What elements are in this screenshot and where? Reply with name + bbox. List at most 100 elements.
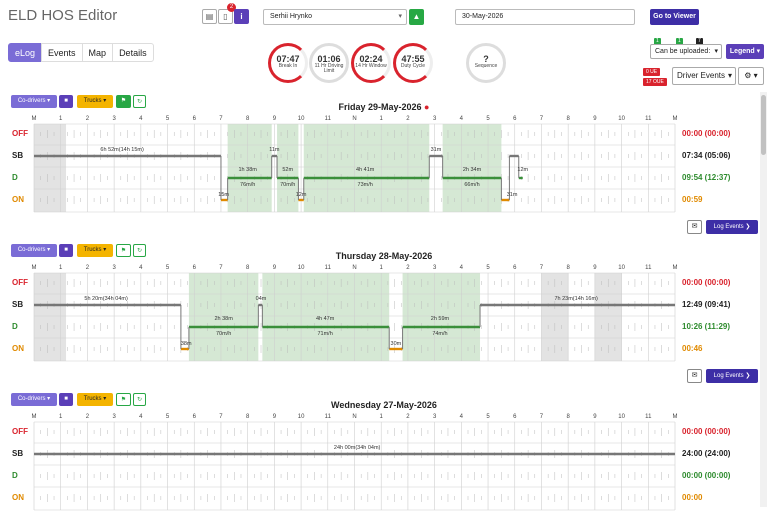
tab-map[interactable]: Map (81, 43, 114, 62)
hour-tick-label: 7 (219, 265, 223, 271)
status-label-d: D (12, 471, 18, 480)
refresh-icon-button[interactable]: ↻ (133, 393, 146, 406)
hour-tick-label: 4 (139, 414, 143, 420)
hour-tick-label: 11 (645, 265, 652, 271)
status-total-on: 00:00 (682, 493, 703, 502)
segment-duration-label: 74m/h (432, 331, 447, 337)
segment-duration-label: 66m/h (464, 182, 479, 188)
day-title: Thursday 28-May-2026 (0, 251, 768, 261)
upload-badge-green-2: 1 (676, 38, 683, 45)
co-drivers-button[interactable]: Co-drivers ▾ (11, 244, 57, 257)
status-total-off: 00:00 (00:00) (682, 278, 731, 287)
hour-tick-label: 9 (593, 116, 597, 122)
hour-tick-label: 3 (433, 265, 437, 271)
status-label-d: D (12, 173, 18, 182)
hour-tick-label: 8 (566, 414, 570, 420)
upload-icon-button[interactable]: ⚑ (116, 95, 131, 108)
segment-duration-label: 2h 38m (214, 316, 233, 322)
status-total-d: 00:00 (00:00) (682, 471, 731, 480)
hour-tick-label: 8 (566, 116, 570, 122)
truck-icon-button[interactable]: ■ (59, 393, 73, 406)
scrollbar-thumb[interactable] (761, 95, 766, 155)
info-icon[interactable]: i (234, 9, 249, 24)
segment-duration-label: 2h 59m (431, 316, 450, 322)
hour-tick-label: 9 (273, 265, 277, 271)
hour-tick-label: 10 (618, 414, 625, 420)
legend-label: Legend (729, 48, 755, 55)
drive-period-shade (303, 124, 430, 212)
refresh-icon-button[interactable]: ↻ (133, 244, 146, 257)
truck-icon-button[interactable]: ■ (59, 95, 73, 108)
hour-tick-label: 2 (86, 265, 90, 271)
main-tabs: eLog Events Map Details (8, 43, 154, 62)
hour-tick-label: 1 (59, 414, 63, 420)
hour-tick-label: 6 (513, 116, 517, 122)
co-drivers-button[interactable]: Co-drivers ▾ (11, 393, 57, 406)
status-total-d: 10:26 (11:29) (682, 322, 731, 331)
trucks-button[interactable]: Trucks ▾ (77, 393, 113, 406)
hour-tick-label: 6 (193, 414, 197, 420)
driver-name: Serhii Hrynko (270, 13, 313, 20)
tab-elog[interactable]: eLog (8, 43, 43, 62)
trucks-button[interactable]: Trucks ▾ (77, 95, 113, 108)
scrollbar-track[interactable] (760, 92, 767, 507)
hour-tick-label: 5 (166, 265, 170, 271)
status-total-off: 00:00 (00:00) (682, 427, 731, 436)
refresh-icon-button[interactable]: ↻ (133, 95, 146, 108)
drive-period-shade (188, 273, 259, 361)
comment-icon[interactable]: ✉ (687, 220, 702, 234)
status-label-on: ON (12, 195, 24, 204)
hour-tick-label: 9 (273, 116, 277, 122)
driver-select[interactable]: Serhii Hrynko ▾ (263, 9, 407, 25)
hour-tick-label: 11 (325, 414, 332, 420)
segment-duration-label: 24h 00m(34h 04m) (334, 445, 381, 451)
drive-period-shade (402, 273, 481, 361)
day-title-text: Friday 29-May-2026 (338, 102, 422, 112)
hour-tick-label: 2 (86, 414, 90, 420)
hour-tick-label: N (352, 414, 356, 420)
document-icon[interactable]: ▤ (202, 9, 217, 24)
gauge-value: 47:55 (401, 54, 425, 64)
clipboard-icon[interactable]: ▯ (218, 9, 233, 24)
hour-tick-label: 4 (139, 116, 143, 122)
hour-tick-label: 6 (513, 265, 517, 271)
gauge-label: Duty Cycle (400, 63, 426, 69)
upload-select[interactable]: Can be uploaded: ▾ (650, 44, 722, 59)
bell-icon[interactable]: ▲ (409, 9, 424, 25)
date-input[interactable]: 30-May-2026 (455, 9, 635, 25)
go-to-viewer-button[interactable]: Go to Viewer (650, 9, 699, 25)
segment-duration-label: 31m (507, 192, 518, 198)
upload-icon-button[interactable]: ⚑ (116, 393, 131, 406)
status-total-sb: 07:34 (05:06) (682, 151, 731, 160)
hour-tick-label: 8 (246, 265, 250, 271)
hour-tick-label: 10 (298, 265, 305, 271)
legend-button[interactable]: Legend ▾ (726, 44, 764, 59)
gauge-value: 02:24 (359, 54, 383, 64)
tab-events[interactable]: Events (41, 43, 83, 62)
upload-icon-button[interactable]: ⚑ (116, 244, 131, 257)
segment-duration-label: 70m/h (216, 331, 231, 337)
log-events-button[interactable]: Log Events ❯ (706, 220, 758, 234)
status-total-sb: 24:00 (24:00) (682, 449, 731, 458)
alert-dot-icon: ● (421, 102, 430, 112)
gauge-label: Sequence (474, 63, 498, 69)
tab-details[interactable]: Details (112, 43, 154, 62)
trucks-button[interactable]: Trucks ▾ (77, 244, 113, 257)
hour-tick-label: 10 (618, 116, 625, 122)
log-events-button[interactable]: Log Events ❯ (706, 369, 758, 383)
settings-button[interactable]: ⚙ ▾ (738, 67, 764, 85)
co-drivers-button[interactable]: Co-drivers ▾ (11, 95, 57, 108)
gauge-label: Break In (278, 63, 298, 69)
segment-duration-label: 76m/h (240, 182, 255, 188)
upload-label: Can be uploaded: (655, 48, 711, 55)
gauge-4: ?Sequence (466, 43, 506, 83)
driver-events-select[interactable]: Driver Events ▾ (672, 67, 736, 85)
truck-icon-button[interactable]: ■ (59, 244, 73, 257)
hour-tick-label: 4 (460, 116, 464, 122)
comment-icon[interactable]: ✉ (687, 369, 702, 383)
gauge-value: 01:06 (317, 54, 341, 64)
